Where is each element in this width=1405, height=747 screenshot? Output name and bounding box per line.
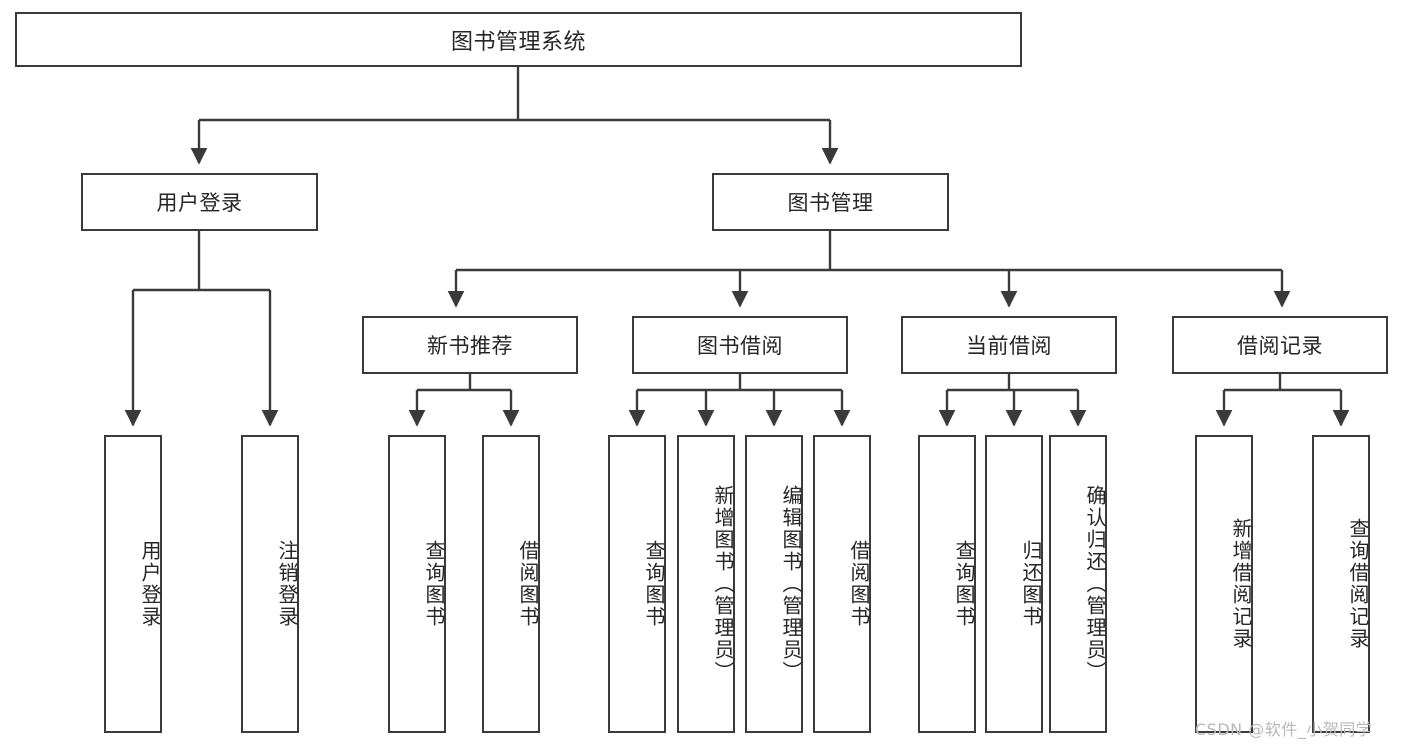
node-book-borrow-label: 图书借阅: [697, 334, 783, 358]
leaf-label: 查询图书: [422, 540, 446, 628]
leaf-label: 借阅图书: [516, 540, 540, 628]
leaf-label: 归还图书: [1019, 540, 1043, 628]
leaf-label: 查询借阅记录: [1346, 518, 1370, 650]
leaf-return-book[interactable]: 归还图书: [985, 435, 1043, 733]
node-borrow-records[interactable]: 借阅记录: [1172, 316, 1388, 374]
csdn-watermark-text: CSDN @软件_小贺同学: [1195, 720, 1373, 739]
leaf-borrow-book-recommend[interactable]: 借阅图书: [482, 435, 540, 733]
node-root[interactable]: 图书管理系统: [15, 12, 1022, 67]
node-current-borrow-label: 当前借阅: [966, 334, 1052, 358]
leaf-query-book-current[interactable]: 查询图书: [918, 435, 976, 733]
node-new-book-recommend[interactable]: 新书推荐: [362, 316, 578, 374]
leaf-add-book-admin[interactable]: 新增图书（管理员）: [677, 435, 735, 733]
leaf-label: 新增借阅记录: [1229, 518, 1253, 650]
leaf-label: 借阅图书: [847, 540, 871, 628]
leaf-label: 确认归还（管理员）: [1083, 485, 1107, 683]
node-user-login[interactable]: 用户登录: [81, 173, 318, 231]
leaf-user-login[interactable]: 用户登录: [104, 435, 162, 733]
leaf-label: 查询图书: [952, 540, 976, 628]
leaf-query-book-borrow[interactable]: 查询图书: [608, 435, 666, 733]
node-book-borrow[interactable]: 图书借阅: [632, 316, 848, 374]
leaf-label: 查询图书: [642, 540, 666, 628]
node-book-management[interactable]: 图书管理: [712, 173, 949, 231]
node-new-book-recommend-label: 新书推荐: [427, 334, 513, 358]
leaf-query-borrow-record[interactable]: 查询借阅记录: [1312, 435, 1370, 733]
leaf-query-book-recommend[interactable]: 查询图书: [388, 435, 446, 733]
leaf-logout[interactable]: 注销登录: [241, 435, 299, 733]
leaf-edit-book-admin[interactable]: 编辑图书（管理员）: [745, 435, 803, 733]
leaf-label: 新增图书（管理员）: [711, 485, 735, 683]
node-book-management-label: 图书管理: [787, 191, 874, 215]
leaf-label: 用户登录: [138, 540, 162, 628]
leaf-label: 编辑图书（管理员）: [779, 485, 803, 683]
node-current-borrow[interactable]: 当前借阅: [901, 316, 1117, 374]
leaf-confirm-return-admin[interactable]: 确认归还（管理员）: [1049, 435, 1107, 733]
node-root-label: 图书管理系统: [450, 29, 586, 55]
leaf-label: 注销登录: [275, 540, 299, 628]
leaf-borrow-book[interactable]: 借阅图书: [813, 435, 871, 733]
node-user-login-label: 用户登录: [156, 191, 243, 215]
node-borrow-records-label: 借阅记录: [1237, 334, 1323, 358]
leaf-add-borrow-record[interactable]: 新增借阅记录: [1195, 435, 1253, 733]
csdn-watermark: CSDN @软件_小贺同学: [1195, 716, 1372, 740]
